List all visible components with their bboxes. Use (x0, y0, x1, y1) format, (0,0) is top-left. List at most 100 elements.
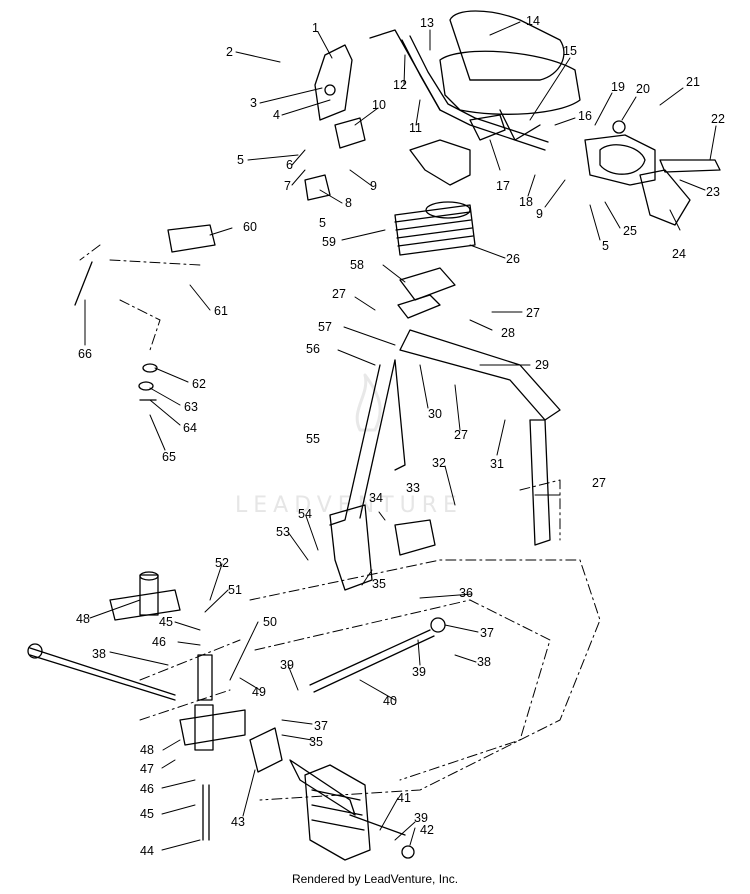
callout-48b: 48 (140, 743, 154, 757)
callout-46b: 46 (140, 782, 154, 796)
callout-61: 61 (214, 304, 228, 318)
bracket-43 (249, 727, 283, 773)
callout-56: 56 (306, 342, 320, 356)
callout-37b: 37 (314, 719, 328, 733)
callout-30: 30 (428, 407, 442, 421)
callout-16: 16 (578, 109, 592, 123)
callout-55: 55 (306, 432, 320, 446)
callout-21: 21 (686, 75, 700, 89)
tie-rods (27, 617, 446, 701)
tube-48 (179, 654, 246, 751)
deck-outline (79, 244, 601, 801)
callout-27c: 27 (454, 428, 468, 442)
callout-14: 14 (526, 14, 540, 28)
callout-43: 43 (231, 815, 245, 829)
callout-5c: 5 (319, 216, 326, 230)
callout-65: 65 (162, 450, 176, 464)
callout-25: 25 (623, 224, 637, 238)
callout-57: 57 (318, 320, 332, 334)
callout-9a: 9 (370, 179, 377, 193)
plate-58b (397, 294, 441, 319)
callout-45b: 45 (140, 807, 154, 821)
callout-52: 52 (215, 556, 229, 570)
callout-1: 1 (312, 21, 319, 35)
callout-7: 7 (284, 179, 291, 193)
callout-49: 49 (252, 685, 266, 699)
clamp-17 (469, 114, 506, 141)
callout-59: 59 (322, 235, 336, 249)
callout-50: 50 (263, 615, 277, 629)
leader-lines (84, 21, 717, 851)
spindle-41 (289, 759, 415, 861)
callout-48a: 48 (76, 612, 90, 626)
callout-27a: 27 (332, 287, 346, 301)
callout-13: 13 (420, 16, 434, 30)
callout-37a: 37 (480, 626, 494, 640)
callout-2: 2 (226, 45, 233, 59)
pivot-post-48 (109, 571, 181, 621)
callout-58: 58 (350, 258, 364, 272)
callout-45a: 45 (159, 615, 173, 629)
callout-5d: 5 (602, 239, 609, 253)
callout-6: 6 (286, 158, 293, 172)
callout-51: 51 (228, 583, 242, 597)
shaft-55 (329, 359, 406, 591)
callout-47: 47 (140, 762, 154, 776)
callout-42: 42 (420, 823, 434, 837)
callout-40: 40 (383, 694, 397, 708)
callout-32: 32 (432, 456, 446, 470)
callout-60: 60 (243, 220, 257, 234)
callout-66: 66 (78, 347, 92, 361)
callout-54: 54 (298, 507, 312, 521)
watermark-logo (355, 373, 382, 432)
callout-38a: 38 (92, 647, 106, 661)
callout-39b: 39 (412, 665, 426, 679)
callout-12: 12 (393, 78, 407, 92)
callout-22: 22 (711, 112, 725, 126)
callout-35a: 35 (372, 577, 386, 591)
callout-9b: 9 (536, 207, 543, 221)
callout-17: 17 (496, 179, 510, 193)
callout-20: 20 (636, 82, 650, 96)
bolt-44 (202, 784, 210, 841)
steering-gear (584, 120, 721, 226)
rod-66 (74, 261, 93, 306)
callout-36: 36 (459, 586, 473, 600)
callout-4: 4 (273, 108, 280, 122)
callout-33: 33 (406, 481, 420, 495)
callout-23: 23 (706, 185, 720, 199)
plate-33 (394, 519, 436, 556)
callout-10: 10 (372, 98, 386, 112)
callout-31: 31 (490, 457, 504, 471)
callout-19: 19 (611, 80, 625, 94)
ballast-60 (167, 224, 216, 253)
washer-stack (138, 363, 158, 401)
callout-15: 15 (563, 44, 577, 58)
bracket-1 (304, 44, 366, 201)
callout-5a: 5 (237, 153, 244, 167)
callout-numbers: 1 2 3 4 5 6 7 8 9 10 11 12 13 14 15 16 1… (76, 14, 725, 858)
plate-58 (399, 267, 456, 301)
callout-53: 53 (276, 525, 290, 539)
callout-26: 26 (506, 252, 520, 266)
callout-39c: 39 (414, 811, 428, 825)
callout-62: 62 (192, 377, 206, 391)
bellows-26 (394, 201, 476, 256)
seat (439, 10, 581, 141)
callout-64: 64 (183, 421, 197, 435)
callout-11: 11 (409, 121, 422, 135)
callout-34: 34 (369, 491, 383, 505)
callout-44: 44 (140, 844, 154, 858)
callout-3: 3 (250, 96, 257, 110)
watermark-text: LEADVENTURE (235, 493, 463, 518)
callout-46a: 46 (152, 635, 166, 649)
callout-27b: 27 (526, 306, 540, 320)
callout-41: 41 (397, 791, 411, 805)
callout-28: 28 (501, 326, 515, 340)
callout-29: 29 (535, 358, 549, 372)
callout-39a: 39 (280, 658, 294, 672)
footer-credit: Rendered by LeadVenture, Inc. (291, 872, 459, 886)
callout-27d: 27 (592, 476, 606, 490)
bracket-17 (409, 139, 471, 186)
